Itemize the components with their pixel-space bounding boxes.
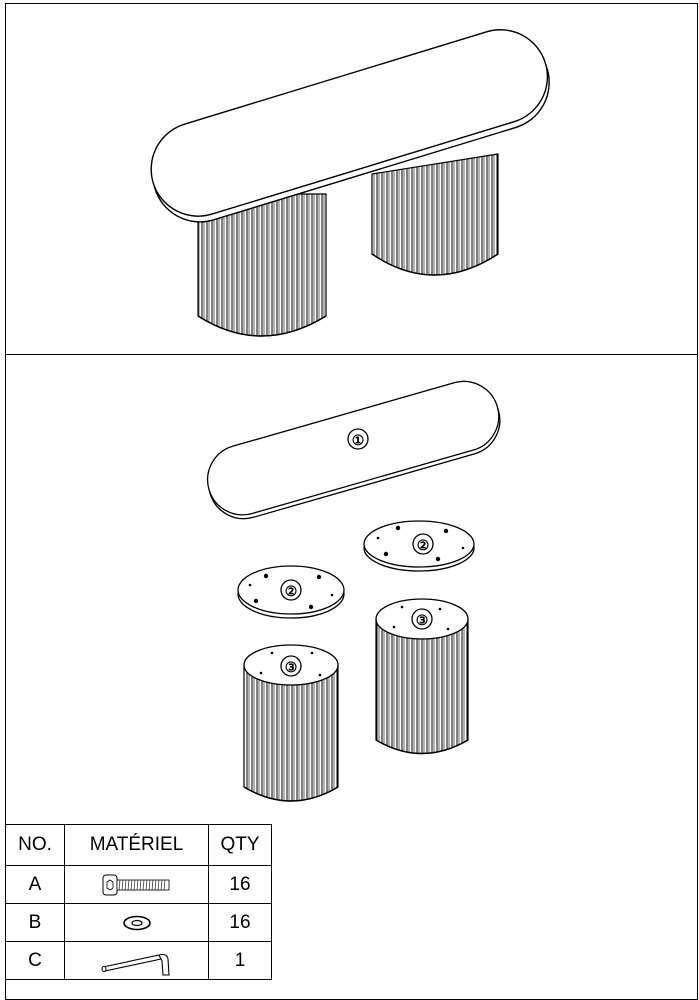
exploded-parts-illustration: ① ② ② ③ <box>206 380 501 802</box>
exploded-view-panel: ① ② ② ③ <box>5 354 698 1000</box>
row-qty: 1 <box>208 941 272 980</box>
part-tabletop: ① <box>206 380 501 520</box>
allen-key-icon <box>101 953 170 976</box>
table-header-row: NO. MATÉRIEL QTY <box>5 824 272 866</box>
row-qty: 16 <box>208 903 272 942</box>
row-material <box>64 941 209 980</box>
table-row: A <box>5 865 272 904</box>
callout-plate-right-label: ② <box>417 537 430 553</box>
callout-leg-right-label: ③ <box>416 612 429 628</box>
assembled-tabletop <box>150 29 550 223</box>
assembled-leg-right <box>371 153 499 276</box>
table-row: B 16 <box>5 903 272 942</box>
callout-circle <box>280 655 302 677</box>
assembled-leg-left <box>197 193 327 337</box>
part-plate-left: ② <box>237 565 345 619</box>
row-no: B <box>5 903 65 942</box>
assembled-view-panel <box>5 3 698 355</box>
header-material: MATÉRIEL <box>64 824 209 866</box>
washer-icon <box>122 915 151 930</box>
bolt-icon <box>102 874 169 895</box>
callout-plate-left-label: ② <box>285 583 298 599</box>
row-no: A <box>5 865 65 904</box>
table-row: C 1 <box>5 941 272 980</box>
callout-circle <box>280 579 302 601</box>
row-qty: 16 <box>208 865 272 904</box>
part-leg-left: ③ <box>243 644 339 802</box>
row-material <box>64 865 209 904</box>
callout-leg-left-label: ③ <box>285 659 298 675</box>
row-material <box>64 903 209 942</box>
part-leg-right: ③ <box>375 598 469 755</box>
callout-circle <box>347 428 369 450</box>
header-no: NO. <box>5 824 65 866</box>
part-plate-right: ② <box>363 520 475 572</box>
callout-circle <box>412 533 434 555</box>
assembled-table-illustration <box>150 29 550 337</box>
row-no: C <box>5 941 65 980</box>
header-qty: QTY <box>208 824 272 866</box>
hardware-parts-table: NO. MATÉRIEL QTY A <box>5 824 272 980</box>
callout-tabletop-label: ① <box>352 432 365 448</box>
callout-circle <box>411 608 433 630</box>
